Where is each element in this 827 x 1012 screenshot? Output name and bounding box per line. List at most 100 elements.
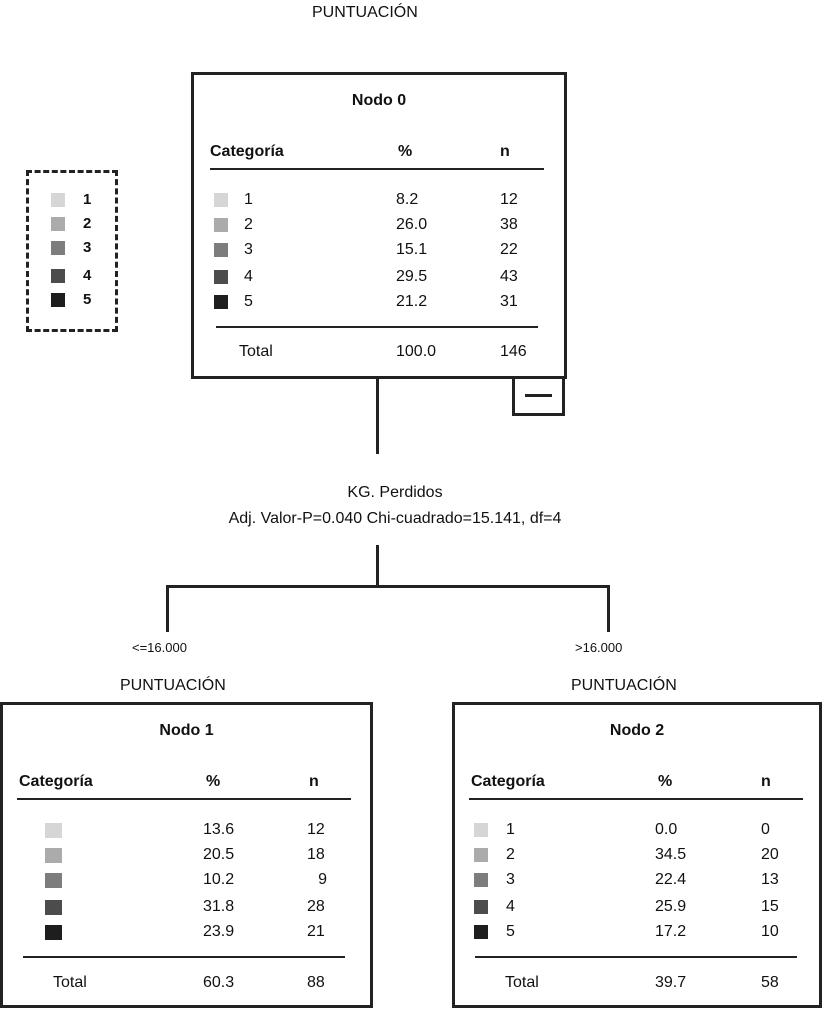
legend-item-5: 5 [51,291,91,308]
percent-value: 0.0 [655,821,678,838]
category-label: 5 [244,293,253,310]
header-rule [469,798,803,800]
legend-label: 3 [83,239,92,256]
category-label: 1 [506,821,515,838]
count-value: 10 [761,923,779,940]
node-2-variable-label: PUNTUACIÓN [571,677,677,694]
root-variable-label: PUNTUACIÓN [312,4,418,21]
total-percent: 60.3 [203,974,235,991]
total-rule [216,326,538,328]
count-value: 31 [500,293,518,310]
header-percent: % [206,773,221,790]
category-swatch [474,823,488,837]
percent-value: 10.2 [203,871,235,888]
node-1-title: Nodo 1 [159,722,214,739]
header-percent: % [658,773,673,790]
percent-value: 13.6 [203,821,235,838]
legend-item-4: 4 [51,267,91,284]
header-n: n [500,143,510,160]
category-swatch [214,193,228,207]
header-percent: % [398,143,413,160]
legend-label: 1 [83,191,92,208]
count-value: 18 [307,846,325,863]
category-label: 3 [244,241,253,258]
category-swatch [45,873,62,888]
category-label: 4 [506,898,515,915]
node-2-title: Nodo 2 [609,722,665,739]
count-value: 43 [500,268,518,285]
category-swatch [474,925,488,939]
node-2[interactable]: Nodo 2 Categoría % n 1 0.0 0 2 34.5 20 3… [452,702,822,1008]
node-1[interactable]: Nodo 1 Categoría % n 13.6 12 20.5 18 10.… [0,702,373,1008]
branch-condition-right: >16.000 [575,640,623,655]
node-0-title: Nodo 0 [351,92,407,109]
total-label: Total [53,974,87,991]
total-percent: 39.7 [655,974,687,991]
percent-value: 23.9 [203,923,235,940]
split-variable: KG. Perdidos [347,484,443,501]
legend-swatch [51,192,65,207]
collapse-node-button[interactable] [512,376,565,416]
count-value: 20 [761,846,779,863]
percent-value: 25.9 [655,898,687,915]
branch-condition-left: <=16.000 [132,640,187,655]
node-0[interactable]: Nodo 0 Categoría % n 1 8.2 12 2 26.0 38 … [191,72,567,379]
total-count: 146 [500,343,527,360]
split-statistics: Adj. Valor-P=0.040 Chi-cuadrado=15.141, … [228,510,562,527]
legend-item-3: 3 [51,239,91,256]
count-value: 0 [761,821,770,838]
connector-line [376,545,379,587]
legend-swatch [51,268,65,283]
legend-swatch [51,240,65,255]
count-value: 15 [761,898,779,915]
branch-horizontal-line [166,585,610,588]
header-rule [17,798,351,800]
header-n: n [761,773,771,790]
count-value: 22 [500,241,518,258]
category-swatch [45,925,62,940]
total-label: Total [505,974,539,991]
category-label: 1 [244,191,253,208]
minus-icon [525,394,552,397]
category-label: 3 [506,871,515,888]
legend-label: 5 [83,291,92,308]
percent-value: 20.5 [203,846,235,863]
category-label: 2 [244,216,253,233]
total-count: 88 [307,974,325,991]
legend-label: 4 [83,267,92,284]
count-value: 13 [761,871,779,888]
legend-label: 2 [83,215,92,232]
header-n: n [309,773,319,790]
category-swatch [214,218,228,232]
node-1-variable-label: PUNTUACIÓN [120,677,226,694]
category-swatch [474,900,488,914]
category-legend: 1 2 3 4 5 [26,170,118,332]
percent-value: 31.8 [203,898,235,915]
percent-value: 34.5 [655,846,687,863]
header-category: Categoría [210,143,284,160]
category-swatch [214,243,228,257]
total-label: Total [239,343,273,360]
category-swatch [45,848,62,863]
count-value: 12 [500,191,518,208]
legend-swatch [51,292,65,307]
header-category: Categoría [19,773,93,790]
connector-line [376,379,379,454]
count-value: 28 [307,898,325,915]
percent-value: 21.2 [396,293,428,310]
category-label: 2 [506,846,515,863]
category-label: 5 [506,923,515,940]
category-swatch [214,295,228,309]
branch-left-line [166,585,169,632]
count-value: 9 [318,871,327,888]
category-swatch [214,270,228,284]
total-count: 58 [761,974,779,991]
total-percent: 100.0 [396,343,437,360]
percent-value: 8.2 [396,191,419,208]
count-value: 12 [307,821,325,838]
category-swatch [474,873,488,887]
legend-item-2: 2 [51,215,91,232]
branch-right-line [607,585,610,632]
percent-value: 15.1 [396,241,428,258]
count-value: 21 [307,923,325,940]
